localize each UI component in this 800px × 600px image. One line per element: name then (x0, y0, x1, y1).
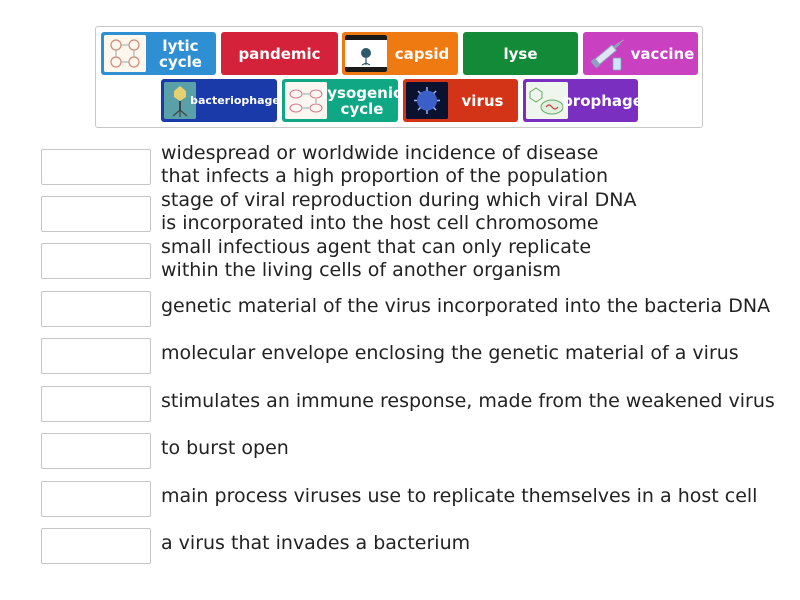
clue-text: to burst open (161, 437, 289, 459)
bacteriophage-image-icon (164, 82, 196, 119)
drop-zone[interactable] (41, 291, 151, 327)
prophage-diagram-icon (526, 82, 568, 119)
tile-label: pandemic (238, 44, 321, 63)
lytic-cycle-diagram-icon (104, 35, 146, 72)
clue-text: widespread or worldwide incidence of dis… (161, 142, 608, 187)
drop-zone[interactable] (41, 386, 151, 422)
clue-text: stimulates an immune response, made from… (161, 390, 775, 412)
clue-text: molecular envelope enclosing the genetic… (161, 342, 739, 364)
tile-label: lyse (503, 44, 538, 63)
tile-bacteriophage[interactable]: bacteriophage (161, 79, 277, 122)
tile-lysogenic-cycle[interactable]: lysogenic cycle (282, 79, 398, 122)
tile-pandemic[interactable]: pandemic (221, 32, 338, 75)
clue-text: genetic material of the virus incorporat… (161, 295, 771, 317)
tile-capsid[interactable]: capsid (342, 32, 458, 75)
clue-text: stage of viral reproduction during which… (161, 189, 637, 234)
tile-lyse[interactable]: lyse (463, 32, 578, 75)
drop-zone[interactable] (41, 338, 151, 374)
capsid-microscope-image-icon (345, 35, 387, 72)
tile-label: bacteriophage (190, 93, 277, 107)
tile-vaccine[interactable]: vaccine (583, 32, 698, 75)
drop-zone[interactable] (41, 243, 151, 279)
virus-particle-image-icon (406, 82, 448, 119)
tile-label: vaccine (630, 44, 695, 63)
clue-text: a virus that invades a bacterium (161, 532, 471, 554)
tile-label: virus (461, 91, 504, 110)
drop-zone[interactable] (41, 481, 151, 517)
tile-label: lysogenic cycle (322, 83, 398, 118)
clue-text: main process viruses use to replicate th… (161, 485, 758, 507)
lysogenic-cycle-diagram-icon (285, 82, 327, 119)
drop-zone[interactable] (41, 528, 151, 564)
drop-zone[interactable] (41, 433, 151, 469)
clue-text: small infectious agent that can only rep… (161, 236, 592, 281)
tile-prophage[interactable]: prophage (523, 79, 638, 122)
drop-zone[interactable] (41, 149, 151, 185)
vaccine-syringe-image-icon (586, 35, 628, 72)
tile-label: capsid (394, 44, 450, 63)
tile-lytic-cycle[interactable]: lytic cycle (101, 32, 216, 75)
tile-label: lytic cycle (159, 36, 202, 71)
tile-label: prophage (562, 91, 638, 110)
drop-zone[interactable] (41, 196, 151, 232)
tile-virus[interactable]: virus (403, 79, 518, 122)
